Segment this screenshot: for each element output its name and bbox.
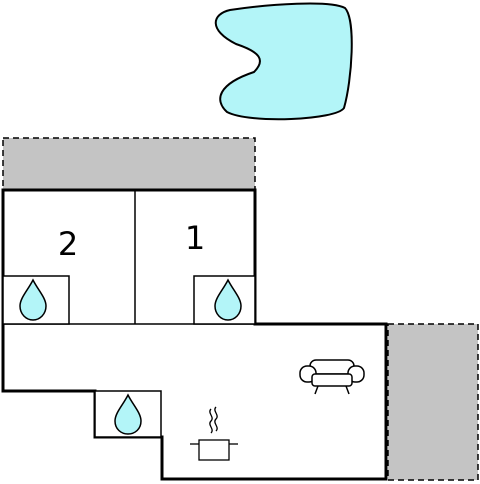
- water-drop-icon: [19, 278, 47, 321]
- terrace-top: [2, 137, 256, 191]
- pool: [214, 2, 353, 121]
- terrace-right: [387, 323, 479, 481]
- room-label-1: 1: [185, 219, 205, 257]
- water-drop-icon: [114, 393, 142, 435]
- sofa-icon: [299, 359, 365, 395]
- cooking-pot-icon: [190, 406, 238, 461]
- water-drop-icon: [214, 278, 242, 321]
- room-label-2: 2: [58, 225, 78, 263]
